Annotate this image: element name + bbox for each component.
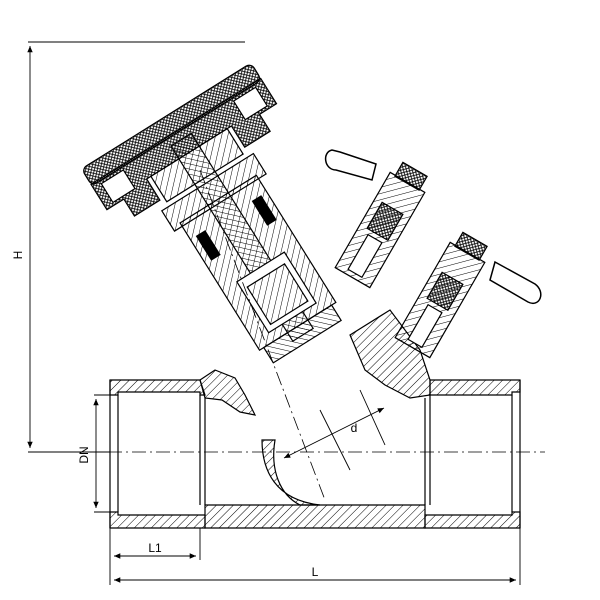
handwheel-top [83,64,261,185]
valve-bonnet-assembly [83,64,342,364]
dimension-lines [27,41,521,585]
test-port-lower-handle [489,260,542,305]
pipe-wall-bottom-right [424,511,521,529]
body-upper-right [349,309,431,399]
body-upper-left [199,369,257,416]
seat-partition [261,439,321,506]
label-nominal-diameter: DN [77,446,91,463]
pipe-wall-top-left [109,379,206,396]
label-height: H [11,251,25,260]
packing-ring-left [195,230,221,261]
handwheel [90,77,278,217]
label-end-length: L1 [148,541,162,555]
pipe-wall-bottom-left [109,511,206,529]
test-port-lower [394,231,488,359]
valve-body-pipe [109,309,521,529]
packing-ring-right [251,195,277,226]
dim-line-d [283,407,385,459]
label-overall-length: L [312,565,319,579]
test-port-upper [334,161,428,289]
valve-disc [262,304,342,364]
pipe-wall-top-right [429,379,521,396]
cap-nut [160,152,267,232]
body-wall-bottom [204,504,426,529]
test-port-upper-handle [324,149,377,181]
label-inner-diameter: d [351,421,358,435]
